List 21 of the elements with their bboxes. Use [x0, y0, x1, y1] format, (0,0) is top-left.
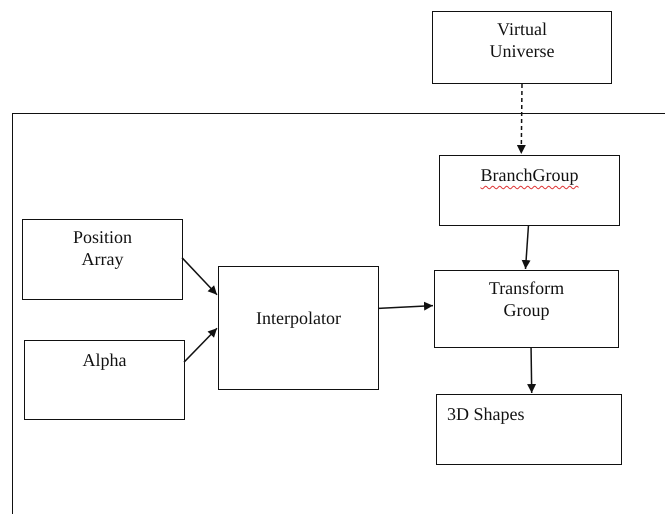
- process-box: [22, 219, 183, 300]
- frame-box: [12, 113, 665, 514]
- arrow: [522, 224, 531, 270]
- process-box: [24, 340, 185, 420]
- arrow: [183, 328, 218, 363]
- process-box: [439, 155, 620, 226]
- process-box: [434, 270, 619, 348]
- node-label: Interpolator: [255, 307, 342, 329]
- arrow: [378, 302, 434, 311]
- node-label: Alpha: [82, 349, 128, 371]
- node-label: 3D Shapes: [447, 403, 526, 425]
- node-label: Virtual Universe: [488, 18, 556, 62]
- arrow: [527, 346, 536, 394]
- node-label: Position Array: [72, 226, 134, 270]
- node-label: Transform Group: [488, 277, 566, 321]
- process-box: [218, 266, 379, 390]
- arrow: [516, 84, 526, 154]
- process-box: [436, 394, 622, 465]
- process-box: [432, 11, 612, 84]
- node-label: BranchGroup: [480, 164, 580, 186]
- arrow: [181, 257, 218, 296]
